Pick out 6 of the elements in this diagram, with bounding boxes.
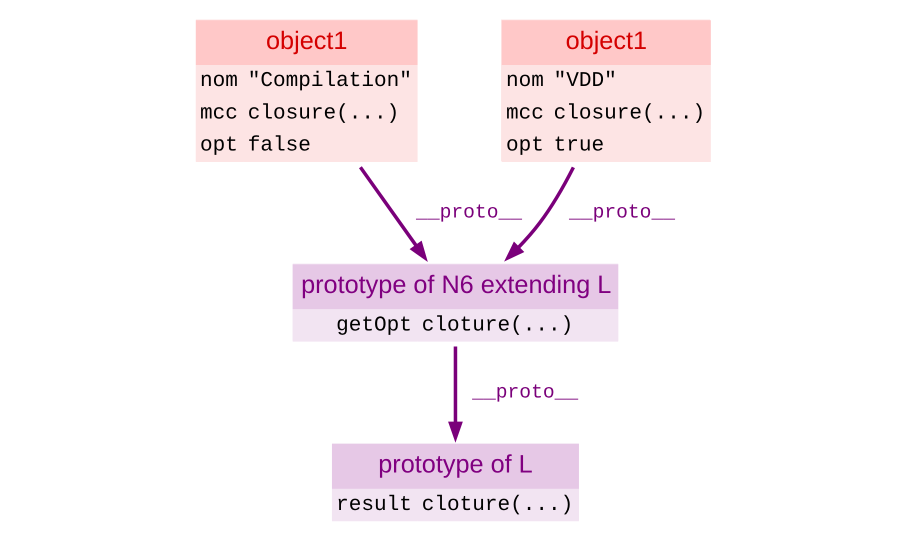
arrow [358,166,428,262]
edge-label: __proto__ [472,381,578,404]
edge-label: __proto__ [568,202,675,224]
edge-label: __proto__ [416,202,522,224]
arrow [448,346,462,443]
arrow [504,166,574,262]
